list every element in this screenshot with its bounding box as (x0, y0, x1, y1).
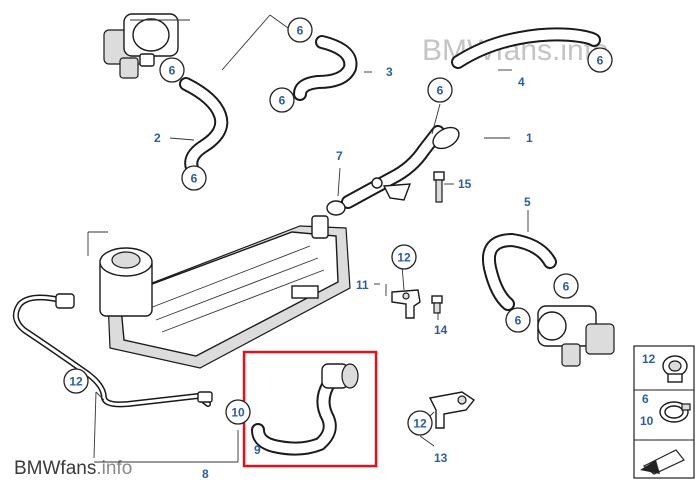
label-13: 13 (434, 451, 448, 465)
svg-text:6: 6 (279, 94, 286, 108)
label-2: 2 (154, 131, 161, 145)
callout-6-f: 6 (427, 77, 453, 103)
callout-12-c: 12 (407, 410, 433, 436)
hose-clamp-icon (662, 355, 688, 383)
svg-text:12: 12 (413, 417, 427, 431)
inset-label-12: 12 (642, 352, 656, 366)
inset-label-6: 6 (642, 392, 649, 406)
arrow-icon (640, 449, 685, 475)
callout-6-g: 6 (553, 273, 579, 299)
valve-bottom-right (537, 305, 615, 367)
label-4: 4 (518, 75, 525, 89)
label-9: 9 (254, 443, 261, 457)
hose-5 (482, 233, 557, 311)
watermark-bottom: BMWfans.info (14, 458, 132, 479)
hose-9 (251, 363, 359, 456)
pipe-8 (12, 293, 213, 408)
leader-lines (87, 14, 529, 463)
bracket-11 (391, 289, 421, 319)
label-8: 8 (202, 467, 209, 481)
valve-top-left (103, 13, 179, 79)
spring-clamp-icon (659, 401, 691, 423)
svg-text:12: 12 (69, 375, 83, 389)
svg-text:6: 6 (437, 84, 444, 98)
svg-text:12: 12 (397, 251, 411, 265)
label-3: 3 (386, 65, 393, 79)
label-11: 11 (356, 278, 369, 292)
callout-6-a: 6 (159, 57, 185, 83)
callout-10: 10 (225, 399, 251, 425)
svg-text:6: 6 (191, 172, 198, 186)
oil-cooler-housing (99, 215, 351, 369)
callout-6-c: 6 (269, 87, 295, 113)
legend-inset: 12 6 10 (633, 345, 695, 479)
inset-label-10: 10 (640, 414, 654, 428)
label-7: 7 (336, 149, 343, 163)
callout-12-a: 12 (391, 244, 417, 270)
svg-text:10: 10 (231, 406, 245, 420)
hose-4 (451, 27, 601, 69)
bracket-13 (428, 391, 476, 429)
hose-2 (179, 77, 229, 175)
label-5: 5 (524, 195, 531, 209)
svg-text:6: 6 (169, 64, 176, 78)
callout-6-d: 6 (181, 165, 207, 191)
bolt-15 (433, 171, 445, 203)
callout-12-b: 12 (63, 368, 89, 394)
label-14: 14 (434, 323, 448, 337)
o-ring-7 (326, 200, 346, 216)
coolant-pipe-1 (341, 125, 460, 209)
label-15: 15 (458, 177, 472, 191)
svg-text:6: 6 (297, 24, 304, 38)
label-1: 1 (526, 131, 533, 145)
svg-text:6: 6 (563, 280, 570, 294)
hose-3 (293, 35, 358, 101)
callout-6-b: 6 (287, 17, 313, 43)
svg-text:6: 6 (515, 314, 522, 328)
svg-text:6: 6 (597, 54, 604, 68)
bolt-14 (431, 295, 443, 314)
callout-6-e: 6 (587, 47, 613, 73)
callout-6-h: 6 (505, 307, 531, 333)
